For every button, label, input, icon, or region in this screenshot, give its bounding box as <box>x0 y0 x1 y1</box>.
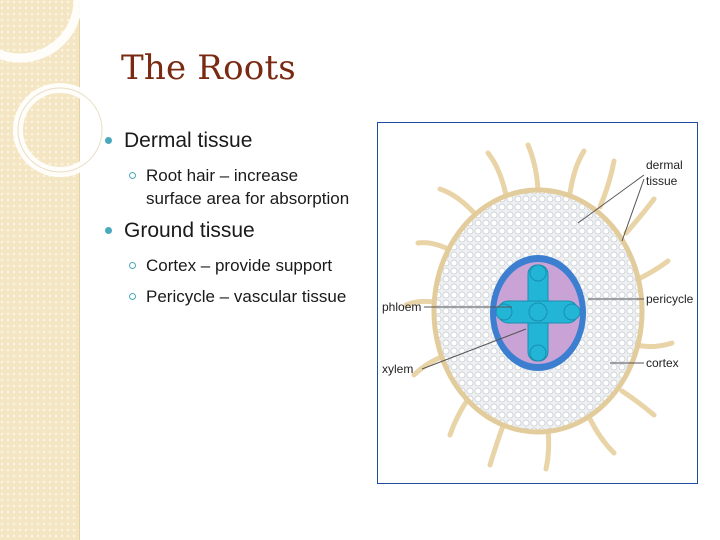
sub-bullet-text: Cortex – provide support <box>146 256 333 275</box>
sub-bullet-ring-icon <box>129 293 136 300</box>
decorative-circles <box>0 0 107 177</box>
bullet-list: Dermal tissue Root hair – increase surfa… <box>104 128 354 316</box>
bullet-text: Dermal tissue <box>124 129 253 152</box>
sub-bullet-root-hair: Root hair – increase surface area for ab… <box>104 164 354 210</box>
label-pericycle: pericycle <box>646 292 694 306</box>
sub-bullet-pericycle: Pericycle – vascular tissue <box>104 285 354 308</box>
bullet-dot-icon <box>105 137 112 144</box>
sub-bullet-text: Root hair – increase surface area for ab… <box>146 166 350 208</box>
sub-bullet-text: Pericycle – vascular tissue <box>146 287 347 306</box>
bullet-dot-icon <box>105 227 112 234</box>
xylem-cross <box>495 264 581 362</box>
label-tissue: tissue <box>646 174 678 188</box>
sub-bullet-ring-icon <box>129 172 136 179</box>
bullet-ground-tissue: Ground tissue <box>104 218 354 244</box>
sub-bullet-cortex: Cortex – provide support <box>104 254 354 277</box>
root-cross-section-diagram: dermal tissue pericycle cortex phloem xy… <box>382 142 694 472</box>
label-xylem: xylem <box>382 362 413 376</box>
leader-lines <box>421 174 645 370</box>
sub-bullet-ring-icon <box>129 262 136 269</box>
bullet-text: Ground tissue <box>124 219 255 242</box>
slide-title: The Roots <box>121 48 296 88</box>
bullet-dermal-tissue: Dermal tissue <box>104 128 354 154</box>
label-cortex: cortex <box>646 356 679 370</box>
label-phloem: phloem <box>382 300 421 314</box>
root-cross-section-figure: dermal tissue pericycle cortex phloem xy… <box>377 122 698 484</box>
label-dermal: dermal <box>646 158 683 172</box>
